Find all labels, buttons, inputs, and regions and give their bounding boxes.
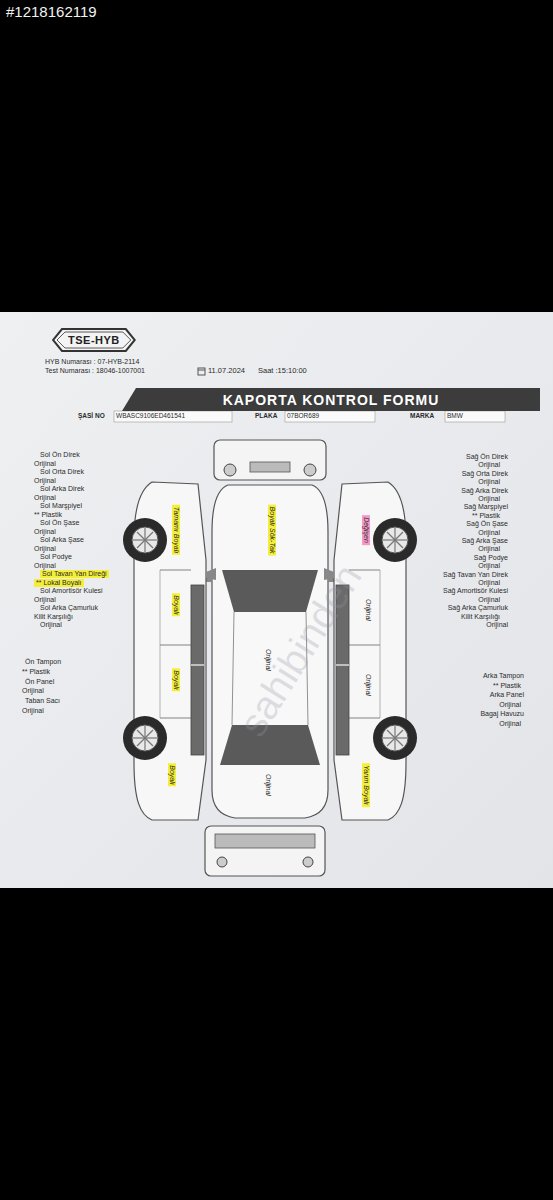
part-status: Orijinal: [499, 720, 521, 728]
part-status: Orijinal: [34, 528, 56, 536]
part-name: Sağ Podye: [474, 554, 508, 562]
part-name: Sol Marşpiyel: [40, 502, 82, 510]
part-status: Orijinal: [22, 707, 44, 715]
part-name: Sağ Ön Direk: [466, 453, 508, 461]
part-status: Orijinal: [478, 495, 500, 503]
panel-status: Boyalı Sök-Tak: [268, 505, 276, 556]
part-name: Sol Arka Direk: [40, 485, 84, 493]
part-status: ** Lokal Boyalı: [34, 579, 84, 587]
panel-status: Orijinal: [364, 599, 372, 621]
part-status: Orijinal: [34, 477, 56, 485]
part-status: Orijinal: [478, 579, 500, 587]
field-value: BMW: [447, 412, 463, 419]
part-status: Orijinal: [478, 545, 500, 553]
part-status: ** Plastik: [472, 512, 500, 520]
panel-status: Boyalı: [168, 763, 176, 786]
part-name: Sağ Arka Çamurluk: [448, 604, 508, 612]
panel-status: Orijinal: [364, 674, 372, 696]
part-name: Sol Tavan Yan Direği: [40, 570, 109, 578]
part-status: Orijinal: [34, 494, 56, 502]
panel-status: Yarım Boyalı: [362, 763, 370, 807]
header-field: HYB Numarası : 07-HYB-2114: [45, 358, 139, 366]
part-name: Bagaj Havuzu: [480, 710, 524, 718]
part-status: ** Plastik: [22, 668, 50, 676]
part-name: Sağ Ön Şase: [466, 520, 508, 528]
header-field: Test Numarası : 18046-1007001: [45, 367, 145, 375]
field-value: 07BOR689: [287, 412, 319, 419]
node-text: KAPORTA KONTROL FORMU: [223, 392, 440, 408]
date-value: 11.07.2024: [208, 367, 245, 376]
part-status: Orijinal: [478, 596, 500, 604]
part-status: Kilit Karşılığı: [461, 613, 500, 621]
part-status: Orijinal: [478, 562, 500, 570]
node-text: TSE-HYB: [68, 334, 120, 346]
watermark: sahibinden: [229, 556, 371, 744]
part-name: Sol Amortisör Kulesi: [40, 587, 103, 595]
part-name: Sol Arka Çamurluk: [40, 604, 98, 612]
panel-status: Orijinal: [264, 649, 272, 671]
part-name: Orijinal: [40, 621, 62, 629]
listing-number: #1218162119: [6, 3, 97, 20]
part-status: Orijinal: [499, 701, 521, 709]
field-label: PLAKA: [255, 412, 277, 419]
part-name: Sağ Amortisör Kulesi: [443, 587, 508, 595]
part-status: Kilit Karşılığı: [34, 613, 73, 621]
title-banner: KAPORTA KONTROL FORMU: [122, 388, 540, 411]
field-label: ŞASİ NO: [78, 412, 105, 419]
part-name: Sağ Tavan Yan Direk: [443, 571, 508, 579]
part-name: Sol Orta Direk: [40, 468, 84, 476]
part-status: ** Plastik: [493, 682, 521, 690]
part-name: Sağ Arka Şase: [462, 537, 508, 545]
panel-status: Orijinal: [264, 774, 272, 796]
part-status: Orijinal: [22, 687, 44, 695]
field-value: WBASC9106ED461541: [116, 412, 185, 419]
panel-status: Boyalı: [172, 668, 180, 691]
part-name: Orijinal: [486, 621, 508, 629]
part-status: ** Plastik: [34, 511, 62, 519]
panel-status: Değişen: [362, 515, 370, 545]
part-name: Arka Panel: [490, 691, 524, 699]
part-status: Orijinal: [34, 562, 56, 570]
part-name: Sağ Marşpiyel: [464, 503, 508, 511]
part-status: Orijinal: [478, 461, 500, 469]
part-status: Orijinal: [34, 545, 56, 553]
part-name: Sol Ön Şase: [40, 519, 79, 527]
part-name: Sol Ön Direk: [40, 451, 80, 459]
part-name: Sağ Orta Direk: [462, 470, 508, 478]
part-status: Orijinal: [478, 478, 500, 486]
part-name: Sağ Arka Direk: [461, 487, 508, 495]
part-status: Orijinal: [34, 596, 56, 604]
part-status: Orijinal: [478, 529, 500, 537]
part-name: Ön Tampon: [25, 658, 61, 666]
part-status: Orijinal: [34, 460, 56, 468]
panel-status: Boyalı: [172, 593, 180, 616]
part-name: Sol Arka Şase: [40, 536, 84, 544]
field-label: MARKA: [410, 412, 434, 419]
panel-status: Tamamı Boyalı: [172, 505, 180, 555]
part-name: Sol Podye: [40, 553, 72, 561]
part-name: Taban Sacı: [25, 697, 60, 705]
time-value: Saat :15:10:00: [258, 367, 307, 376]
logo-badge: TSE-HYB: [52, 328, 136, 352]
part-name: Ön Panel: [25, 678, 54, 686]
part-name: Arka Tampon: [483, 672, 524, 680]
